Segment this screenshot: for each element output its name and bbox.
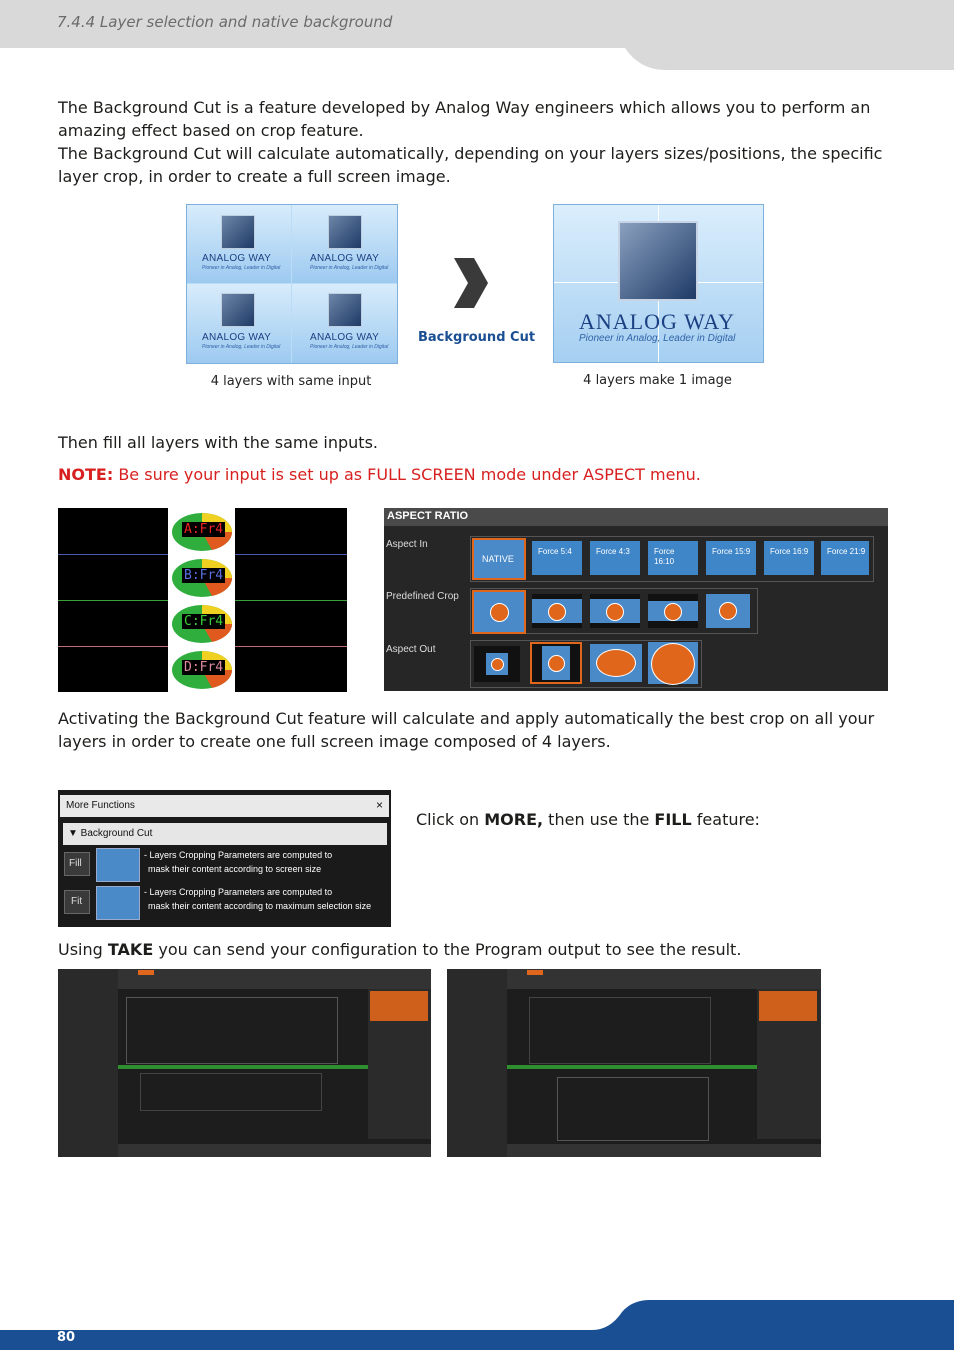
fill-button[interactable]: Fill — [64, 852, 90, 876]
aspect-in-force-16-10[interactable]: Force 16:10 — [648, 541, 698, 575]
brand-text: ANALOG WAY — [310, 253, 380, 264]
fit-button[interactable]: Fit — [64, 890, 90, 914]
layer-tile-4: ANALOG WAY Pioneer in Analog, Leader in … — [292, 284, 397, 363]
layer-label-b: B:Fr4 — [182, 568, 226, 583]
chevron-right-icon — [454, 258, 488, 308]
fit-layout-icon — [96, 886, 140, 920]
predefined-crop-1[interactable] — [472, 590, 526, 634]
aspect-in-native[interactable]: NATIVE — [472, 538, 526, 580]
predefined-crop-3[interactable] — [590, 594, 640, 628]
aspect-out-label: Aspect Out — [386, 644, 436, 655]
fill-layout-icon — [96, 848, 140, 882]
section-title: 7.4.4 Layer selection and native backgro… — [57, 13, 393, 31]
layer-tile-2: ANALOG WAY Pioneer in Analog, Leader in … — [292, 205, 397, 283]
note-label: NOTE: — [58, 465, 114, 484]
tagline-text-large: Pioneer in Analog, Leader in Digital — [579, 333, 736, 344]
aspect-in-label: Aspect In — [386, 539, 428, 550]
activating-paragraph: Activating the Background Cut feature wi… — [58, 709, 875, 751]
analog-way-logo-icon — [221, 215, 255, 249]
aspect-out-2[interactable] — [530, 642, 582, 684]
brand-text: ANALOG WAY — [202, 332, 272, 343]
aspect-out-1[interactable] — [474, 646, 520, 682]
software-screenshot-1 — [58, 969, 431, 1157]
aspect-out-4[interactable] — [648, 642, 698, 685]
caption-left: 4 layers with same input — [210, 374, 372, 389]
fit-description-2: mask their content according to maximum … — [148, 901, 372, 911]
click-more-paragraph: Click on MORE, then use the FILL feature… — [416, 810, 760, 829]
fit-description-1: - Layers Cropping Parameters are compute… — [144, 887, 333, 897]
layer-tile-3: ANALOG WAY Pioneer in Analog, Leader in … — [187, 284, 291, 363]
layer-label-c: C:Fr4 — [182, 614, 226, 629]
intro-line-2: The Background Cut will calculate automa… — [58, 144, 883, 186]
close-icon[interactable]: × — [375, 798, 383, 812]
page-number: 80 — [57, 1330, 76, 1345]
four-layers-figure: ANALOG WAY Pioneer in Analog, Leader in … — [186, 204, 398, 364]
predefined-crop-label: Predefined Crop — [386, 591, 459, 602]
fill-description-2: mask their content according to screen s… — [148, 864, 322, 874]
header-bar — [0, 0, 954, 70]
take-paragraph: Using TAKE you can send your configurati… — [58, 940, 742, 959]
brand-text-large: ANALOG WAY — [579, 309, 736, 334]
aspect-in-force-5-4[interactable]: Force 5:4 — [532, 541, 582, 575]
aspect-ratio-panel: ASPECT RATIO Aspect In NATIVE Force 5:4 … — [384, 508, 888, 691]
software-screenshot-2 — [447, 969, 821, 1157]
fill-description-1: - Layers Cropping Parameters are compute… — [144, 850, 333, 860]
brand-text: ANALOG WAY — [202, 253, 272, 264]
note-paragraph: NOTE: Be sure your input is set up as FU… — [58, 465, 701, 484]
intro-paragraph: The Background Cut is a feature develope… — [58, 96, 903, 188]
layer-label-a: A:Fr4 — [182, 522, 226, 537]
fill-paragraph: Then fill all layers with the same input… — [58, 433, 378, 452]
background-cut-section[interactable]: ▼ Background Cut — [63, 823, 387, 845]
tagline-text: Pioneer in Analog, Leader in Digital — [310, 344, 389, 350]
analog-way-logo-icon — [221, 293, 255, 327]
aspect-in-force-16-9[interactable]: Force 16:9 — [764, 541, 814, 575]
predefined-crop-4[interactable] — [648, 594, 698, 628]
analog-way-logo-icon — [328, 293, 362, 327]
dialog-title: More Functions — [66, 800, 135, 811]
tagline-text: Pioneer in Analog, Leader in Digital — [310, 265, 389, 271]
combined-image-figure: ANALOG WAY Pioneer in Analog, Leader in … — [553, 204, 764, 363]
analog-way-logo-icon — [618, 221, 698, 301]
aspect-out-3[interactable] — [590, 644, 642, 682]
dialog-titlebar: More Functions × — [60, 795, 389, 817]
analog-way-logo-icon — [328, 215, 362, 249]
tagline-text: Pioneer in Analog, Leader in Digital — [202, 344, 281, 350]
tagline-text: Pioneer in Analog, Leader in Digital — [202, 265, 281, 271]
layer-tile-1: ANALOG WAY Pioneer in Analog, Leader in … — [187, 205, 291, 283]
aspect-in-force-21-9[interactable]: Force 21:9 — [821, 541, 869, 575]
aspect-in-force-15-9[interactable]: Force 15:9 — [706, 541, 756, 575]
more-functions-dialog: More Functions × ▼ Background Cut Fill -… — [58, 790, 391, 927]
aspect-ratio-title: ASPECT RATIO — [387, 510, 469, 522]
brand-text: ANALOG WAY — [310, 332, 380, 343]
layers-preview-figure: A:Fr4 B:Fr4 C:Fr4 D:Fr4 — [58, 508, 347, 692]
predefined-crop-2[interactable] — [532, 594, 582, 628]
intro-line-1: The Background Cut is a feature develope… — [58, 98, 871, 140]
note-text: Be sure your input is set up as FULL SCR… — [113, 465, 701, 484]
layer-label-d: D:Fr4 — [182, 660, 226, 675]
footer-bar — [0, 1300, 954, 1350]
background-cut-label: Background Cut — [418, 330, 536, 345]
caption-right: 4 layers make 1 image — [583, 373, 732, 388]
aspect-in-force-4-3[interactable]: Force 4:3 — [590, 541, 640, 575]
predefined-crop-5[interactable] — [706, 594, 750, 628]
